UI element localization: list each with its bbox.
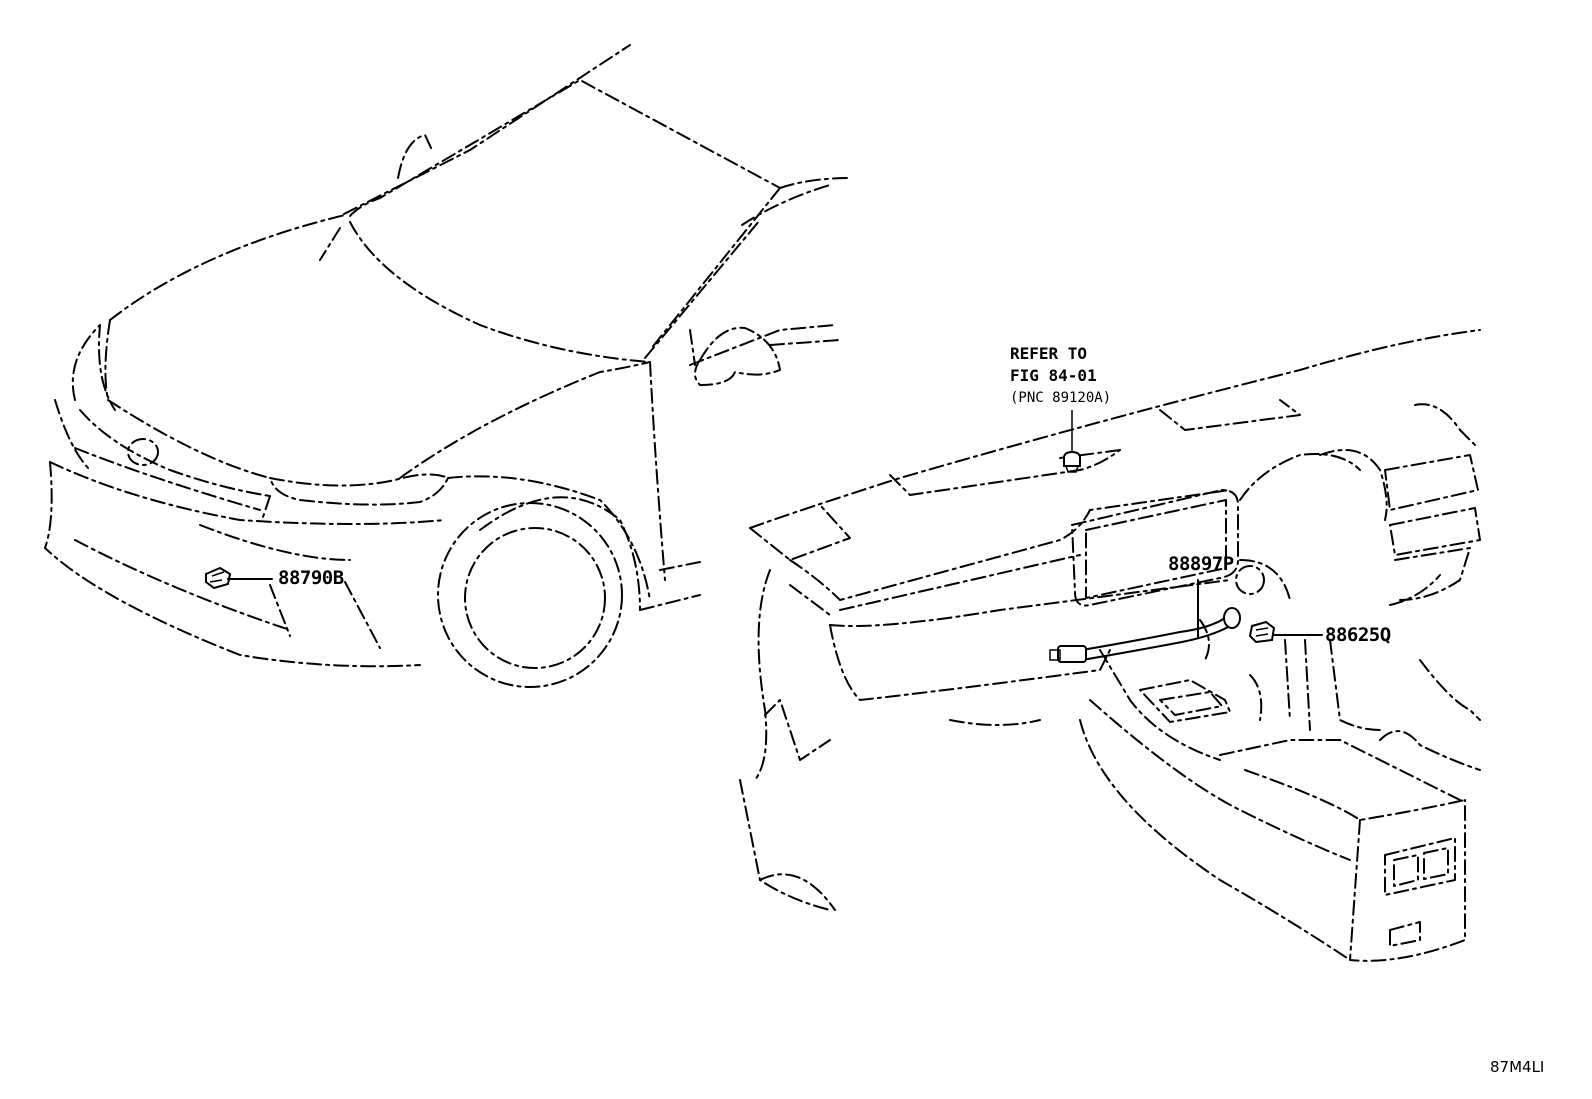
reference-note: REFER TO FIG 84-01 (PNC 89120A): [1010, 343, 1111, 409]
reference-line-3: (PNC 89120A): [1010, 390, 1112, 406]
front-sensor-part: [205, 566, 232, 590]
reference-line-1: REFER TO: [1010, 344, 1088, 363]
top-sensor-part: [1063, 450, 1081, 473]
dash-sensor-part: [1248, 620, 1276, 644]
callout-88790B: 88790B: [278, 567, 344, 589]
dashboard-view: [739, 329, 1481, 962]
harness-part: [1049, 607, 1241, 663]
reference-line-2: FIG 84-01: [1010, 366, 1097, 385]
figure-id: 87M4LI: [1490, 1058, 1545, 1076]
car-front-view: [44, 44, 851, 688]
callout-88625Q: 88625Q: [1325, 624, 1391, 646]
callout-88897P: 88897P: [1168, 553, 1234, 575]
